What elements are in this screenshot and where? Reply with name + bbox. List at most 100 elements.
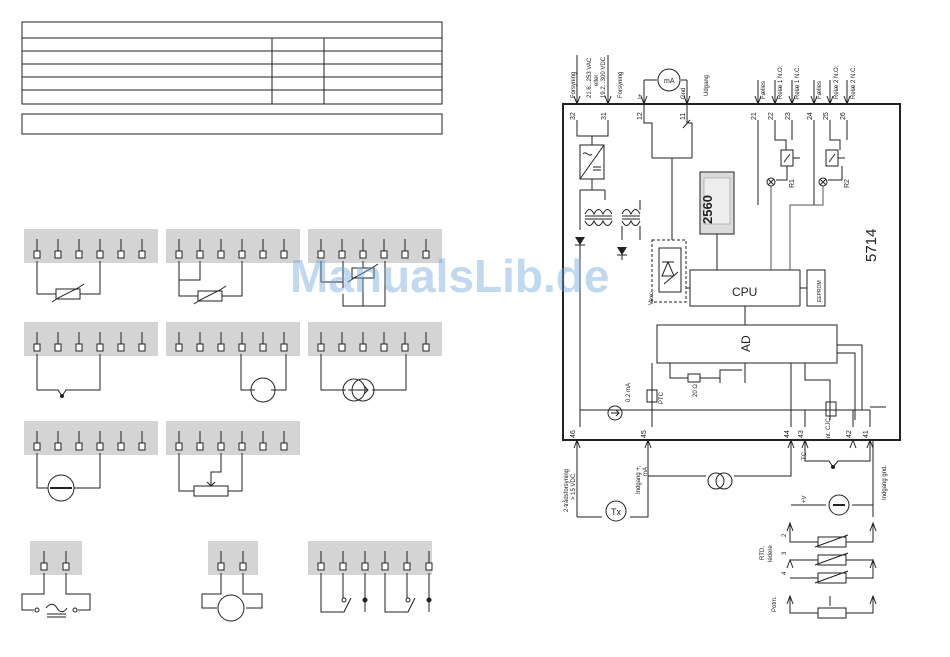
terminal-number: 31 [601,112,608,120]
terminal-screw [138,343,146,352]
terminal-screw [280,250,288,259]
terminal-screw [217,250,225,259]
ad-label: AD [739,335,753,352]
svg-text:I+: I+ [638,93,644,99]
terminal-screw [40,562,48,571]
terminal-screw [317,250,325,259]
terminal-screw [380,250,388,259]
loop-source-icon [707,472,725,490]
terminal-screw [33,343,41,352]
terminal-screw [425,562,433,571]
svg-text:Fælles: Fælles [817,81,823,99]
terminal-screw [75,442,83,451]
terminal-screw [75,250,83,259]
terminal-number: 12 [637,112,644,120]
terminal-screw [338,250,346,259]
terminal-screw [259,250,267,259]
svg-text:Indgang +,: Indgang +, [636,465,642,494]
svg-text:RTD,: RTD, [760,546,766,560]
terminal-block [30,541,82,575]
terminal-screw [238,442,246,451]
terminal-number: 45 [641,430,648,438]
svg-text:Forsyning: Forsyning [618,72,624,98]
potentiometer-icon [193,485,229,497]
terminal-screw [217,343,225,352]
svg-text:mA: mA [664,78,675,85]
terminal-screw [338,343,346,352]
svg-text:Relæ 1 N.C.: Relæ 1 N.C. [795,66,801,99]
terminal-number: 42 [846,430,853,438]
terminal-screw [359,343,367,352]
terminal-screw [339,562,347,571]
terminal-screw [96,343,104,352]
terminal-number: 25 [823,112,830,120]
terminal-number: 44 [784,430,791,438]
svg-text:TC: TC [802,451,808,460]
svg-text:eller: eller [594,75,600,86]
ma-input-icon [47,474,75,502]
ad-block [656,324,838,364]
terminal-screw [401,250,409,259]
terminal-block [166,421,300,455]
potentiometer-icon [817,607,847,619]
connection-diagrams [21,229,442,622]
svg-text:+V: +V [802,495,808,503]
terminal-screw [361,562,369,571]
terminal-number: 32 [570,112,577,120]
display-readout: 2560 [700,195,715,224]
terminal-block [308,322,442,356]
voltage-input-icon [828,494,850,516]
terminal-screw [117,250,125,259]
terminal-screw [96,250,104,259]
svg-text:ledere: ledere [768,545,774,562]
terminal-screw [196,250,204,259]
rtd-resistor-icon [55,288,81,300]
rtd-2-wire-icon [817,536,847,548]
svg-text:Tx: Tx [611,507,621,517]
terminal-block [24,322,158,356]
terminal-screw [380,343,388,352]
terminal-screw [238,343,246,352]
svg-text:4: 4 [782,571,788,575]
terminal-screw [403,562,411,571]
terminal-number: 26 [840,112,847,120]
terminal-number: 11 [680,113,687,120]
terminal-number: 46 [570,430,577,438]
voltage-source-icon [250,377,276,403]
cpu-label: CPU [732,285,757,299]
terminal-block [308,541,432,575]
terminal-screw [54,343,62,352]
terminal-screw [259,343,267,352]
terminal-screw [175,343,183,352]
terminal-screw [359,250,367,259]
terminal-block [308,229,442,263]
svg-text:Forsyning: Forsyning [571,72,577,98]
terminal-screw [381,562,389,571]
transmitter-icon [605,500,627,522]
svg-text:Gnd: Gnd [681,88,687,99]
terminal-screw [239,562,247,571]
terminal-screw [238,250,246,259]
svg-text:Fælles: Fælles [761,81,767,99]
svg-text:21.6...253 VAC: 21.6...253 VAC [587,57,593,98]
terminal-number: 24 [807,112,814,120]
svg-text:20 Ω: 20 Ω [693,384,699,397]
terminal-screw [54,442,62,451]
terminal-number: 43 [798,430,805,438]
terminal-screw [175,442,183,451]
sensor-icon [217,594,245,622]
svg-text:19.2...300 VDC: 19.2...300 VDC [601,56,607,98]
svg-text:Relæ 2 N.C.: Relæ 2 N.C. [851,66,857,99]
svg-text:2-trådsforsyning: 2-trådsforsyning [563,469,570,512]
terminal-screw [422,343,430,352]
terminal-screw [217,442,225,451]
terminal-screw [422,250,430,259]
terminal-number: 21 [751,112,758,120]
diagram-labels: 5714 CPU EEPROM AD 2560 Forsyning 21.6..… [563,56,888,612]
spec-table [21,21,443,135]
svg-text:R2: R2 [844,179,851,188]
terminal-screw [280,343,288,352]
terminal-screw [54,250,62,259]
svg-text:Relæ 1 N.O.: Relæ 1 N.O. [778,65,784,99]
